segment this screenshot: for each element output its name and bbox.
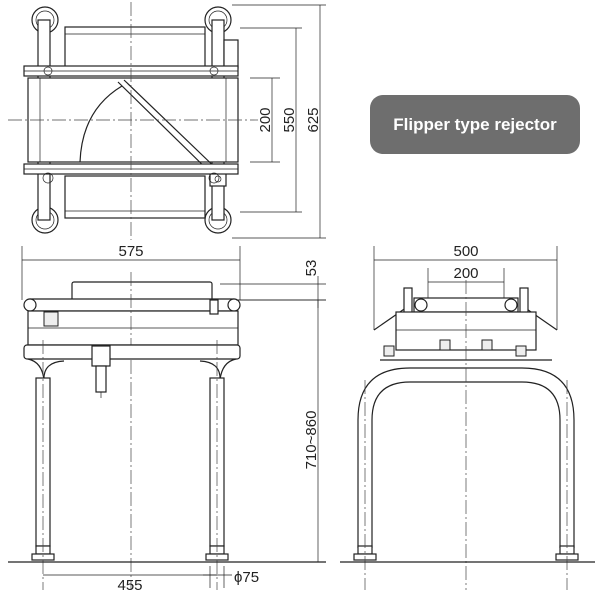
dim-front-belt-height: 53 <box>303 260 320 277</box>
dim-front-width: 575 <box>118 243 143 260</box>
front-view: 575 53 710~8 <box>8 243 326 594</box>
badge-label: Flipper type rejector <box>393 115 557 134</box>
top-view: 200 550 625 <box>8 2 326 240</box>
dim-top-belt-width: 200 <box>257 107 274 132</box>
dim-leg-diameter: ϕ75 <box>234 569 259 586</box>
rejector-type-badge: Flipper type rejector <box>370 95 580 154</box>
dim-side-width: 500 <box>453 243 478 260</box>
dim-top-mid-depth: 550 <box>281 107 298 132</box>
side-view: 500 200 <box>340 243 595 590</box>
dim-front-leg-pitch: 455 <box>117 577 142 594</box>
dim-front-height: 710~860 <box>303 411 320 470</box>
dim-top-outer-depth: 625 <box>305 107 322 132</box>
dim-side-belt-width: 200 <box>453 265 478 282</box>
